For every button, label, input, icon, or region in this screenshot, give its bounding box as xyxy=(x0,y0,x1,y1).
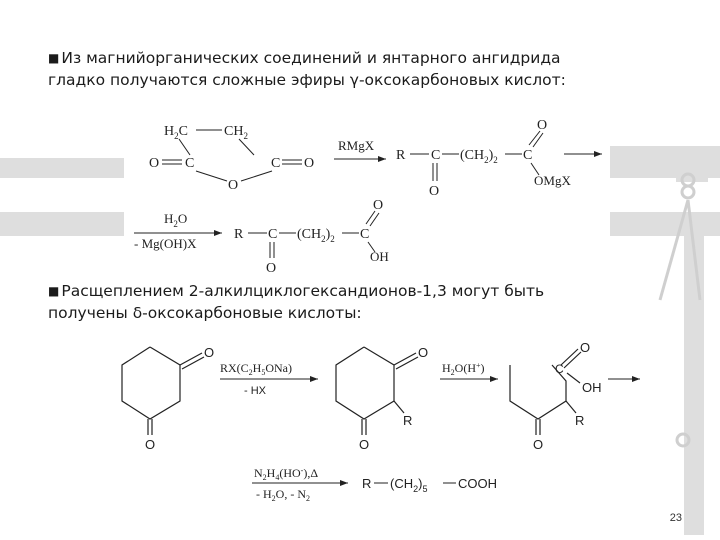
product2-chain: (CH2)2 xyxy=(297,227,335,244)
reaction-scheme-1: H2C CH2 O C C O O RMgX R C (CH2)2 xyxy=(124,115,610,275)
product1-c: C xyxy=(431,148,440,163)
product1-c-carboxyl: C xyxy=(523,148,532,163)
anhydride-o-right: O xyxy=(304,156,314,171)
alkyl-dione-o-bottom: O xyxy=(359,437,369,452)
product2-ketone-o: O xyxy=(266,261,276,275)
bullet-1-line-1: Из магнийорганических соединений и янтар… xyxy=(61,49,561,67)
reagent-alkylation: RX(C2H5ONa) xyxy=(220,361,292,377)
bullet-2-line-1: Расщеплением 2-алкилциклогександионов-1,… xyxy=(61,282,545,300)
acid-r: R xyxy=(575,413,584,428)
final-cooh: COOH xyxy=(458,476,497,491)
reaction-scheme-2: O O RX(C2H5ONa) - HX O O R H2O(H+) xyxy=(120,337,645,505)
acid-carbonyl-o: O xyxy=(580,340,590,355)
bullet-2-line-2: получены δ-оксокарбоновые кислоты: xyxy=(48,304,362,322)
bullet-icon: ■ xyxy=(48,51,60,65)
anhydride-ch2-right: CH2 xyxy=(224,124,248,141)
product1-ketone-o: O xyxy=(429,184,439,199)
final-chain: (CH2)5 xyxy=(390,476,427,494)
product1-carbonyl-o: O xyxy=(537,118,547,133)
succinic-anhydride-structure: H2C CH2 O C C O O xyxy=(149,124,314,193)
anhydride-o-left: O xyxy=(149,156,159,171)
product1-omgx: OMgX xyxy=(534,173,571,188)
page-number: 23 xyxy=(669,512,682,524)
acid-oh: OH xyxy=(582,380,602,395)
bullet-1-line-2: гладко получаются сложные эфиры γ-оксока… xyxy=(48,71,566,89)
reagent-hydrazine: N2H4(HO-),Δ xyxy=(254,466,318,482)
reagent-hydrolysis: H2O(H+) xyxy=(442,361,485,377)
reagent-minus-mgohx: - Mg(OH)X xyxy=(134,236,197,251)
dione-o-top: O xyxy=(204,345,214,360)
reagent-rmgx: RMgX xyxy=(338,138,375,153)
alkyl-dione-r: R xyxy=(403,413,412,428)
alkylated-dione-structure xyxy=(335,346,419,435)
cyclohexanedione-structure xyxy=(121,346,205,435)
magnesium-salt-product: R C (CH2)2 C O O OMgX xyxy=(396,118,571,199)
reagent-water: H2O xyxy=(164,211,187,229)
anhydride-ch2-left: H2C xyxy=(164,124,188,141)
alkyl-dione-o-top: O xyxy=(418,345,428,360)
bullet-paragraph-2: ■Расщеплением 2-алкилциклогександионов-1… xyxy=(48,280,544,324)
anhydride-c-right: C xyxy=(271,156,280,171)
final-acid-formula: R (CH2)5 COOH xyxy=(362,476,497,494)
anhydride-c-left: C xyxy=(185,156,194,171)
acid-carboxyl-c: C xyxy=(555,362,564,376)
reagent-minus-hx: - HX xyxy=(244,385,267,397)
product1-chain: (CH2)2 xyxy=(460,148,498,165)
product2-c: C xyxy=(268,227,277,242)
oxo-acid-structure xyxy=(509,348,582,435)
dione-o-bottom: O xyxy=(145,437,155,452)
product2-c-carboxyl: C xyxy=(360,227,369,242)
keto-acid-product: R C (CH2)2 C O O OH xyxy=(234,198,389,275)
bullet-paragraph-1: ■Из магнийорганических соединений и янта… xyxy=(48,47,566,91)
reagent-minus-water-n2: - H2O, - N2 xyxy=(256,487,310,503)
bullet-icon: ■ xyxy=(48,284,60,298)
acid-ketone-o: O xyxy=(533,437,543,452)
anhydride-ring-o: O xyxy=(228,178,238,193)
final-r: R xyxy=(362,476,371,491)
product2-oh: OH xyxy=(370,249,389,264)
product2-carbonyl-o: O xyxy=(373,198,383,213)
product1-r: R xyxy=(396,148,406,163)
product2-r: R xyxy=(234,227,244,242)
